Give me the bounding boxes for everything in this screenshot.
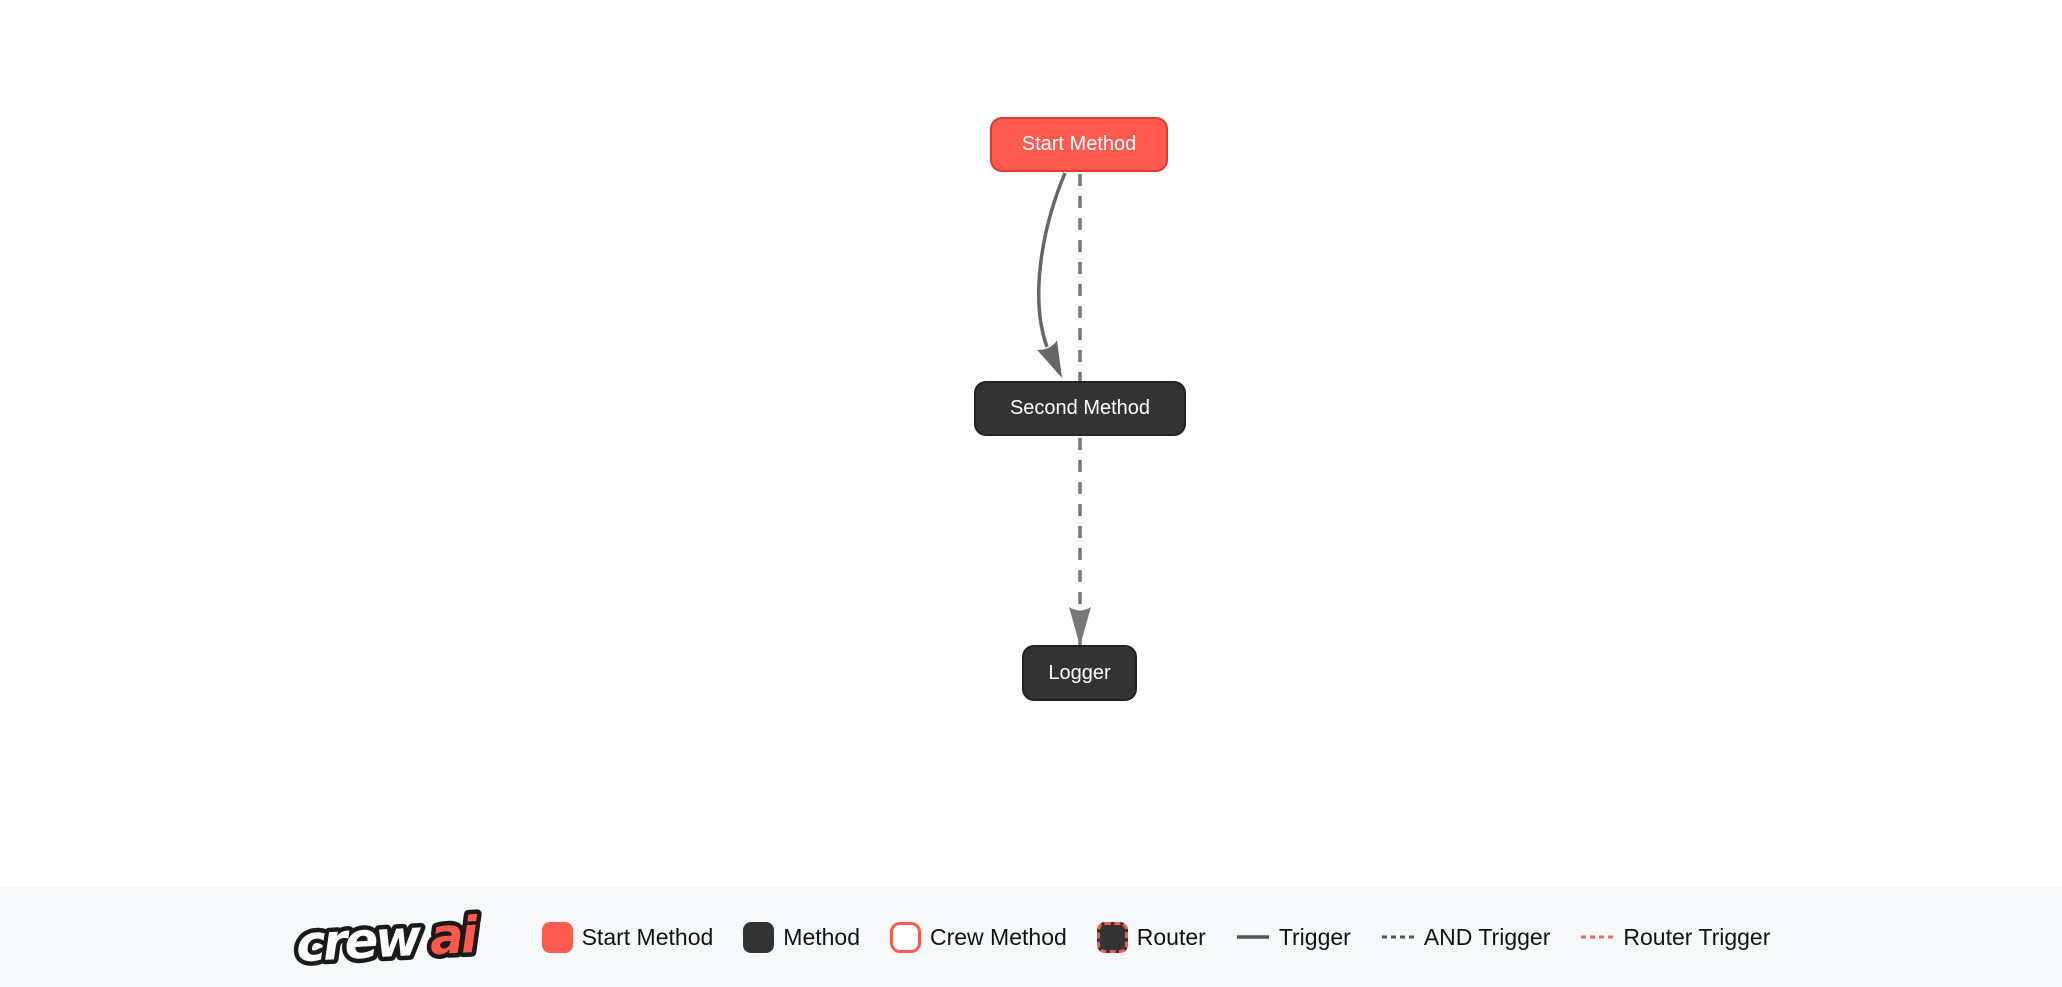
node-label: Logger xyxy=(1048,661,1111,684)
arrowhead-icon xyxy=(1069,607,1091,646)
router-swatch-icon xyxy=(1096,921,1128,953)
legend-item-crew-method: Crew Method xyxy=(890,921,1067,953)
logo-text-crew: crew xyxy=(294,909,423,974)
node-start-method[interactable]: Start Method xyxy=(990,117,1168,172)
legend-bar: crew ai Start Method Method Crew Method … xyxy=(0,887,2062,987)
legend-item-start-method: Start Method xyxy=(541,921,714,953)
edge-trigger-start-to-second xyxy=(1037,172,1067,378)
method-swatch-icon xyxy=(743,921,775,953)
node-label: Second Method xyxy=(1009,397,1151,419)
legend-label: Router Trigger xyxy=(1623,923,1771,950)
legend-label: Start Method xyxy=(581,923,714,950)
flow-canvas[interactable]: Start Method Second Method Logger xyxy=(0,0,2062,887)
legend-label: Trigger xyxy=(1278,923,1351,950)
legend-item-and-trigger: AND Trigger xyxy=(1381,923,1551,951)
arrowhead-icon xyxy=(1037,340,1062,378)
crew-method-swatch-icon xyxy=(890,921,921,953)
legend-label: Method xyxy=(783,923,860,950)
legend-label: Router xyxy=(1136,923,1206,950)
solid-line-icon xyxy=(1236,935,1269,939)
node-logger[interactable]: Logger xyxy=(1022,645,1137,701)
legend-item-trigger: Trigger xyxy=(1236,924,1351,951)
legend-item-router: Router xyxy=(1096,921,1206,953)
legend-label: Crew Method xyxy=(930,923,1067,950)
dashed-line-icon xyxy=(1381,935,1414,939)
node-second-method[interactable]: Second Method xyxy=(974,381,1186,436)
red-dashed-line-icon xyxy=(1581,935,1614,939)
logo-text-ai: ai xyxy=(428,906,480,966)
start-method-swatch-icon xyxy=(541,921,573,953)
legend-item-router-trigger: Router Trigger xyxy=(1580,924,1770,951)
legend-item-method: Method xyxy=(743,921,860,953)
crewai-logo: crew ai xyxy=(292,901,485,976)
legend-label: AND Trigger xyxy=(1423,923,1551,950)
node-label: Start Method xyxy=(1021,133,1137,155)
